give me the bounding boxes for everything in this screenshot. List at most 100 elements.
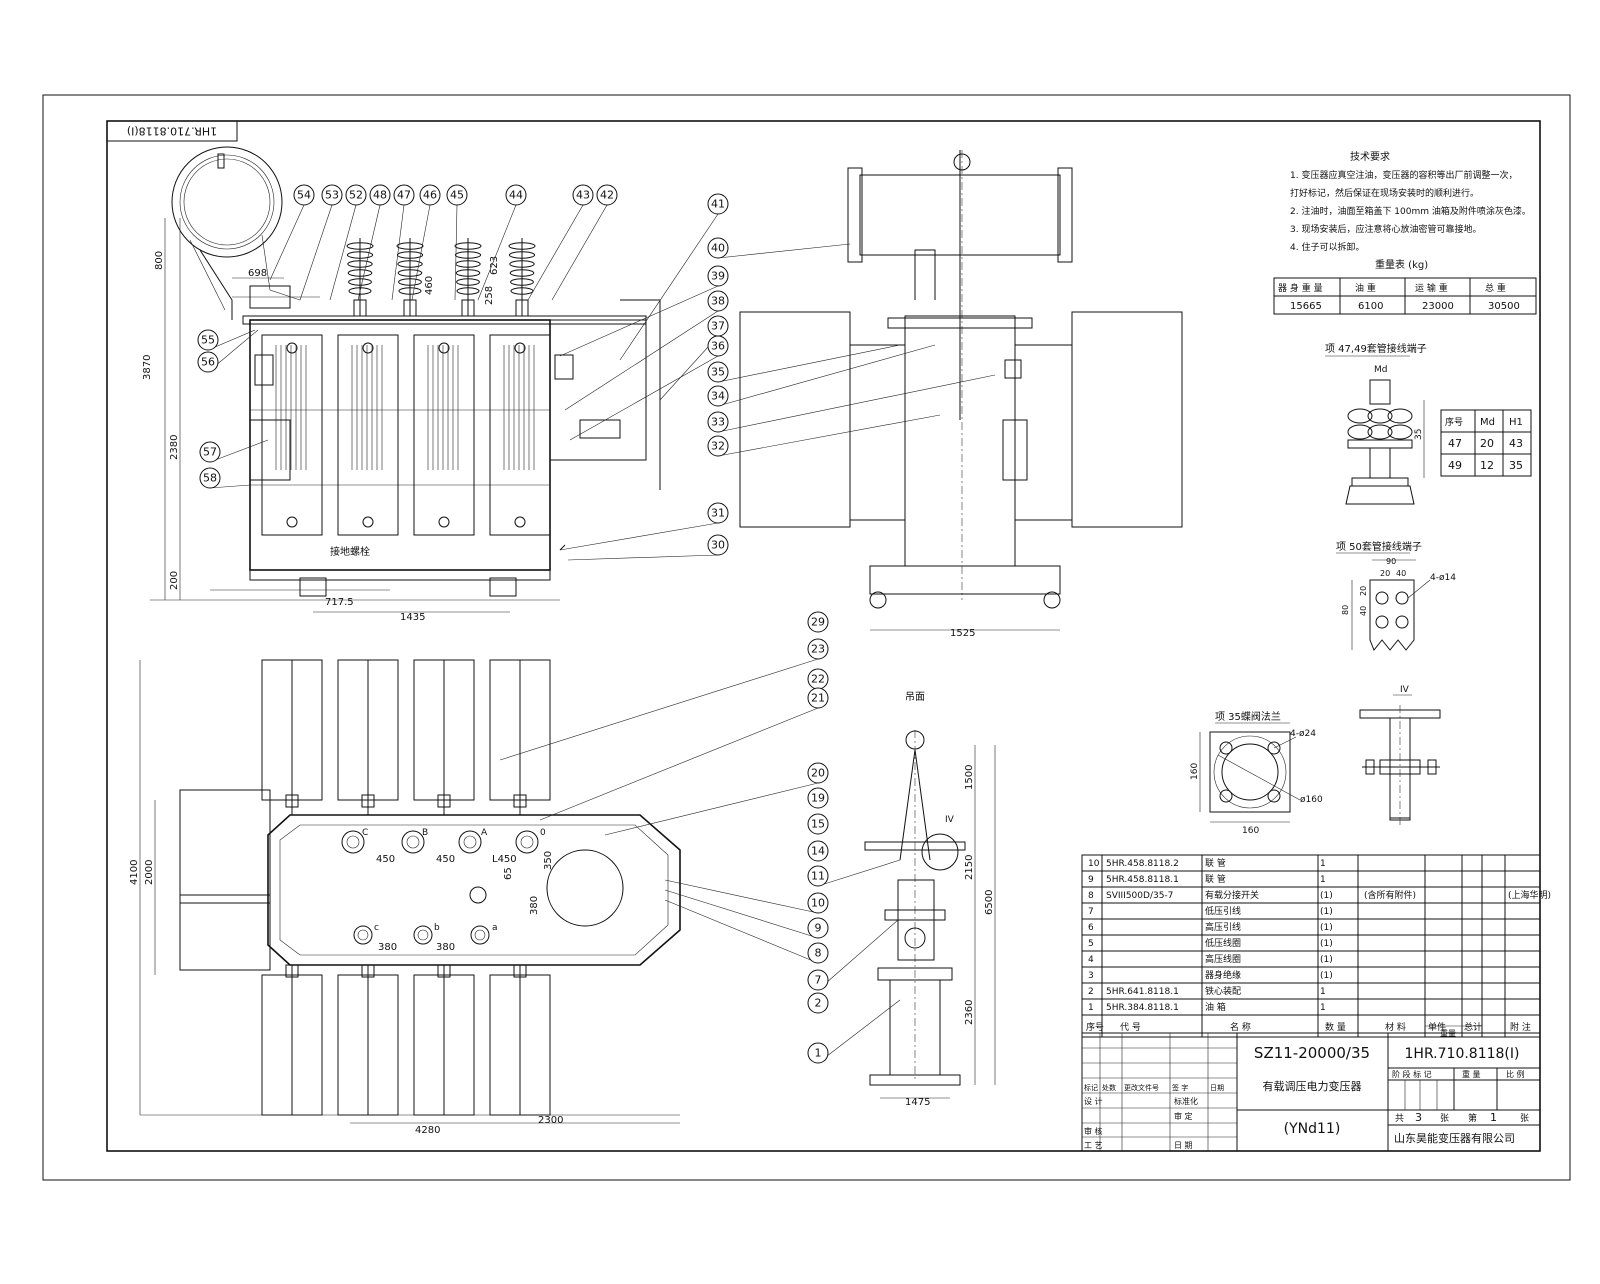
callout-15: 15 <box>807 813 829 835</box>
bom-cell-r3-c3: 有载分接开关 <box>1205 889 1259 901</box>
dim-65: 65 <box>503 867 514 880</box>
bom-cell-r10-c4: 1 <box>1320 1003 1326 1013</box>
bom-cell-r9-c4: 1 <box>1320 987 1326 997</box>
terminal-row1-h1: 43 <box>1509 437 1523 450</box>
dim-2300: 2300 <box>538 1115 563 1126</box>
weight-oil: 6100 <box>1358 301 1383 312</box>
wheel <box>489 577 517 597</box>
dim-717-5: 717.5 <box>325 597 354 608</box>
front-view: 接地螺栓 698 800 3870 2380 200 717.5 1435 62… <box>142 146 661 623</box>
bom-cell-r7-c3: 高压线圈 <box>1205 953 1241 965</box>
title-block: 标记处数更改文件号签 字日期设 计审 核工 艺标准化审 定日 期 SZ11-20… <box>1081 1032 1541 1152</box>
bom-cell-r7-c4: (1) <box>1320 955 1333 965</box>
dim-380-v: 380 <box>529 896 540 915</box>
bushings <box>346 238 536 317</box>
bom-cell-r2-c1: 9 <box>1088 875 1094 885</box>
radiator-group-front <box>261 334 551 536</box>
scale-header: 比 例 <box>1506 1069 1525 1079</box>
callout-34: 34 <box>707 344 936 407</box>
bushing <box>454 238 482 317</box>
dim-l450: L450 <box>492 854 517 865</box>
terminal-row1-no: 47 <box>1448 437 1462 450</box>
conservator-plan <box>179 789 271 971</box>
callout-54: 54 <box>269 184 315 281</box>
dim-623: 623 <box>489 256 500 275</box>
callout-label-46: 46 <box>423 189 437 202</box>
callout-47: 47 <box>391 184 415 301</box>
bom-cell-r2-c4: 1 <box>1320 875 1326 885</box>
tap-changer-plan <box>546 849 624 927</box>
dim-3870: 3870 <box>142 355 153 380</box>
ground-bolt-label: 接地螺栓 <box>330 545 370 558</box>
drawing-code: 1HR.710.8118(I) <box>1405 1046 1520 1062</box>
company-name: 山东昊能变压器有限公司 <box>1394 1131 1515 1145</box>
callout-44: 44 <box>477 184 527 301</box>
connection-group: (YNd11) <box>1284 1121 1341 1137</box>
role-3: 工 艺 <box>1084 1141 1103 1150</box>
terminal-row2-md: 12 <box>1480 459 1494 472</box>
callout-label-52: 52 <box>349 189 363 202</box>
callout-label-45: 45 <box>450 189 464 202</box>
weight-transport: 23000 <box>1422 301 1454 312</box>
callout-label-41: 41 <box>711 198 725 211</box>
detail-iv-label: IV <box>1400 685 1410 695</box>
dim-2150: 2150 <box>964 855 975 880</box>
callout-label-38: 38 <box>711 295 725 308</box>
weight-total: 30500 <box>1488 301 1520 312</box>
valve-35-bore: ø160 <box>1300 795 1323 805</box>
callout-label-36: 36 <box>711 340 725 353</box>
product-name: 有载调压电力变压器 <box>1263 1079 1362 1093</box>
tech-req-line-2: 打好标记，然后保证在现场安装时的顺利进行。 <box>1290 187 1479 199</box>
callout-43: 43 <box>527 184 594 301</box>
bom-cell-r9-c3: 铁心装配 <box>1205 985 1241 997</box>
callout-label-10: 10 <box>811 897 825 910</box>
callout-label-1: 1 <box>815 1047 822 1060</box>
bom-header-1: 序号 <box>1086 1021 1104 1033</box>
callout-label-9: 9 <box>815 922 822 935</box>
tank-outline-plan <box>267 814 681 966</box>
bom-cell-r3-c9: (上海华明) <box>1508 889 1551 901</box>
rev-header-4: 签 字 <box>1172 1083 1188 1092</box>
rev-header-3: 更改文件号 <box>1124 1083 1159 1092</box>
callout-label-2: 2 <box>815 997 822 1010</box>
dim-450-a: 450 <box>376 854 395 865</box>
detail-mark-iv: IV <box>945 815 955 825</box>
callout-23: 23 <box>499 638 829 761</box>
terminal-50-dim-20b: 20 <box>1359 586 1368 596</box>
bom-cell-r7-c1: 4 <box>1088 955 1094 965</box>
bom-cell-r1-c1: 10 <box>1088 859 1100 869</box>
callout-2: 2 <box>807 992 829 1014</box>
callout-57: 57 <box>199 439 269 463</box>
tech-req-line-5: 4. 住子可以拆卸。 <box>1290 241 1364 253</box>
weight-header-total: 总 重 <box>1485 282 1506 294</box>
bom-cell-r1-c4: 1 <box>1320 859 1326 869</box>
terminal-47-49-title: 项 47,49套管接线端子 <box>1325 342 1427 355</box>
terminal-row2-h1: 35 <box>1509 459 1523 472</box>
tech-req-line-4: 3. 现场安装后，应注意将心放油密管可靠接地。 <box>1290 223 1481 235</box>
valve-35-detail: 项 35蝶阀法兰 4-ø24 ø160 160 160 <box>1190 710 1323 836</box>
bom-cell-r3-c1: 8 <box>1088 891 1094 901</box>
callout-45: 45 <box>446 184 468 301</box>
callout-38: 38 <box>564 290 729 411</box>
terminal-table-h-no: 序号 <box>1445 416 1463 428</box>
bom-cell-r5-c3: 高压引线 <box>1205 921 1241 933</box>
callout-label-44: 44 <box>509 189 523 202</box>
callout-41: 41 <box>619 193 729 361</box>
dim-1435: 1435 <box>400 612 425 623</box>
role-right-2: 审 定 <box>1174 1111 1193 1121</box>
dim-2000: 2000 <box>144 860 155 885</box>
dim-698: 698 <box>248 268 267 279</box>
weight-title: 重量表 (kg) <box>1375 258 1428 271</box>
rev-header-5: 日期 <box>1210 1084 1224 1092</box>
bom-cell-r10-c2: 5HR.384.8118.1 <box>1106 1003 1179 1013</box>
dim-4100: 4100 <box>129 860 140 885</box>
bom-cell-r8-c3: 器身绝缘 <box>1205 969 1241 981</box>
tech-req-title: 技术要求 <box>1350 150 1390 163</box>
dim-800: 800 <box>154 251 165 270</box>
callout-40: 40 <box>707 237 851 259</box>
dim-350: 350 <box>543 851 554 870</box>
bom-cell-r2-c3: 联 管 <box>1205 873 1226 885</box>
terminal-table-h-h1: H1 <box>1509 417 1523 428</box>
